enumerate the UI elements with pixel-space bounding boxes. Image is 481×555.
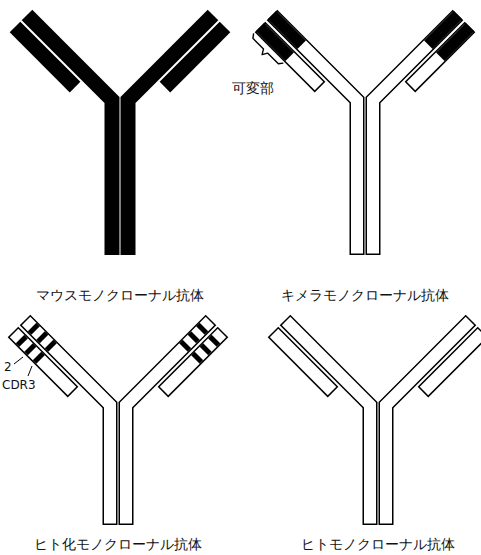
cdr-stripe <box>191 352 203 364</box>
cdr-stripe <box>188 331 200 343</box>
chimeric-antibody <box>256 11 475 255</box>
cdr-stripe <box>200 343 212 355</box>
cdr-stripe <box>16 335 28 347</box>
variable-region <box>436 23 474 61</box>
cdr-stripe <box>24 343 36 355</box>
antibody-caption: キメラモノクローナル抗体 <box>281 287 449 303</box>
leader-line <box>28 366 32 376</box>
humanized-antibody <box>13 320 223 525</box>
light-chain <box>423 332 481 392</box>
variable-region <box>256 23 294 61</box>
cdr-label: CDR3 <box>2 379 36 393</box>
light-chain <box>273 332 333 392</box>
light-chain <box>15 27 75 87</box>
human-antibody <box>273 320 481 525</box>
light-chain-fill <box>164 333 222 391</box>
antibody-caption: ヒト化モノクローナル抗体 <box>34 536 202 552</box>
cdr-stripe <box>36 331 48 343</box>
light-chain <box>163 332 223 392</box>
cdr-stripe <box>196 323 208 335</box>
cdr-stripe <box>208 335 220 347</box>
mouse-antibody <box>15 15 225 255</box>
cdr-stripe <box>33 352 45 364</box>
region-bracket <box>253 33 283 63</box>
antibody-caption: ヒトモノクローナル抗体 <box>301 536 455 552</box>
cdr-stripe <box>45 340 57 352</box>
cdr-stripe <box>179 340 191 352</box>
leader-line <box>14 357 23 364</box>
light-chain-fill <box>424 333 481 391</box>
light-chain-fill <box>274 333 332 391</box>
cdr-stripe <box>28 323 40 335</box>
cdr-label: 2 <box>4 361 12 375</box>
region-label: 可変部 <box>232 80 274 96</box>
light-chain <box>165 27 225 87</box>
antibody-caption: マウスモノクローナル抗体 <box>36 287 204 303</box>
